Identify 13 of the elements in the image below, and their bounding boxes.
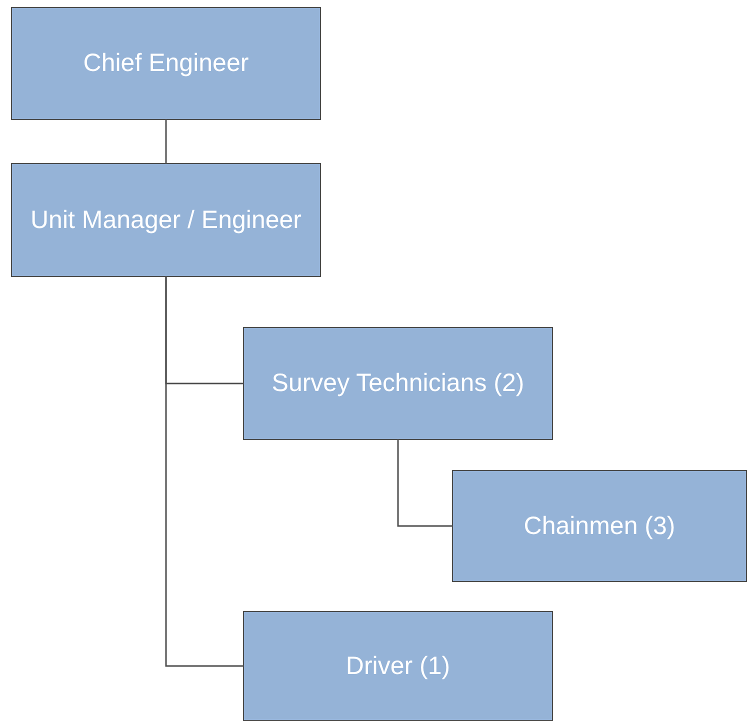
role-label: Driver (1) <box>344 650 452 682</box>
connector-line <box>397 440 452 527</box>
org-box <box>243 327 553 440</box>
connector-line <box>165 120 167 163</box>
role-label: Survey Technicians (2) <box>270 368 526 399</box>
org-box <box>11 163 321 277</box>
role-label: Unit Manager / Engineer <box>30 204 302 236</box>
role-label: Chainmen (3) <box>522 510 676 542</box>
role-label: Chief Engineer <box>82 48 250 79</box>
org-box <box>11 7 321 120</box>
org-box <box>452 470 747 582</box>
connector-line <box>165 277 243 667</box>
org-box <box>243 611 553 721</box>
